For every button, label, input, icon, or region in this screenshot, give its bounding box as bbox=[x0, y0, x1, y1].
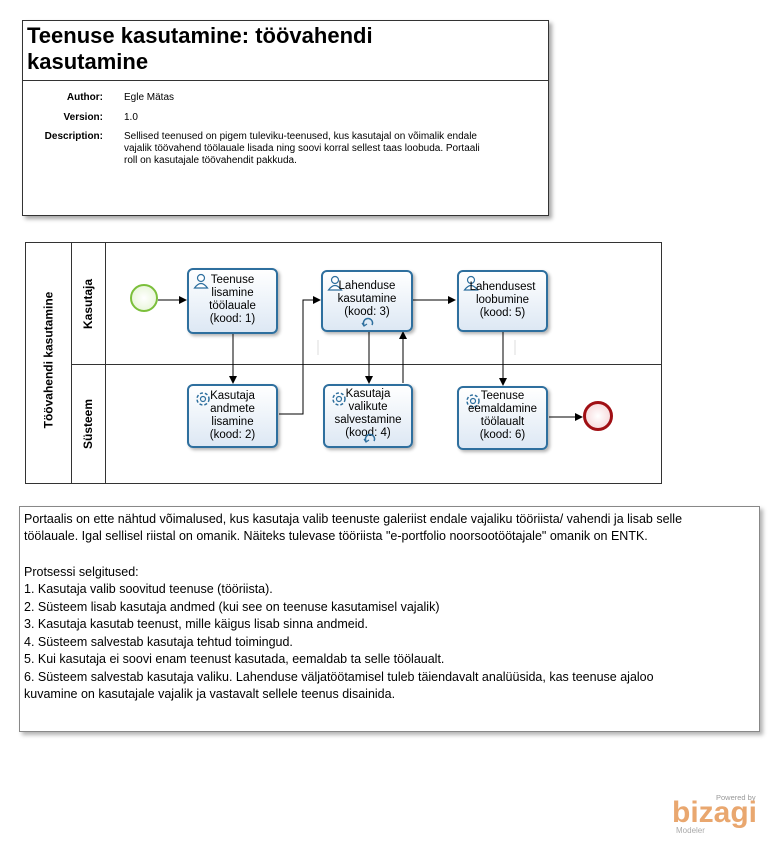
task-lahendusest-loobumine[interactable]: Lahendusest loobumine (kood: 5) bbox=[457, 270, 548, 332]
notes-line: 5. Kui kasutaja ei soovi enam teenust ka… bbox=[24, 652, 445, 666]
user-icon bbox=[193, 273, 209, 289]
version-value: 1.0 bbox=[124, 112, 138, 123]
task-label: Teenuse eemaldamine töölaualt (kood: 6) bbox=[467, 390, 538, 441]
notes-line: 2. Süsteem lisab kasutaja andmed (kui se… bbox=[24, 600, 440, 614]
description-line-3: roll on kasutajale töövahendit pakkuda. bbox=[124, 155, 297, 166]
pool-label-column: Töövahendi kasutamine bbox=[26, 243, 72, 483]
task-label: Lahenduse kasutamine (kood: 3) bbox=[337, 280, 397, 318]
task-label: Teenuse lisamine töölauale (kood: 1) bbox=[209, 274, 256, 325]
task-lahenduse-kasutamine[interactable]: Lahenduse kasutamine (kood: 3) bbox=[321, 270, 413, 332]
notes-line: 3. Kasutaja kasutab teenust, mille käigu… bbox=[24, 617, 368, 631]
loop-icon bbox=[361, 317, 374, 327]
task-label: Kasutaja valikute salvestamine (kood: 4) bbox=[334, 388, 402, 439]
gear-icon bbox=[466, 394, 480, 408]
lane-label-column: Kasutaja Süsteem bbox=[72, 243, 106, 483]
start-event[interactable] bbox=[130, 284, 158, 312]
task-label: Lahendusest loobumine (kood: 5) bbox=[469, 281, 536, 319]
description-line-2: vajalik töövahend töölauale lisada ning … bbox=[124, 143, 480, 154]
flow-task2-to-task3 bbox=[279, 296, 321, 415]
lane-divider bbox=[72, 364, 661, 365]
bizagi-logo: bizagi bbox=[672, 796, 758, 829]
description-line-1: Sellised teenused on pigem tuleviku-teen… bbox=[124, 131, 477, 142]
process-header-card: Teenuse kasutamine: töövahendi kasutamin… bbox=[22, 20, 549, 216]
notes-line: Portaalis on ette nähtud võimalused, kus… bbox=[24, 512, 683, 526]
notes-heading: Protsessi selgitused: bbox=[24, 565, 139, 579]
logo-powered-by: Powered by bbox=[716, 793, 756, 802]
author-label: Author: bbox=[66, 92, 103, 103]
task-label: Kasutaja andmete lisamine (kood: 2) bbox=[209, 390, 256, 441]
notes-line: 1. Kasutaja valib soovitud teenuse (töör… bbox=[24, 582, 273, 596]
logo-modeler: Modeler bbox=[676, 826, 705, 835]
task-teenuse-eemaldamine[interactable]: Teenuse eemaldamine töölaualt (kood: 6) bbox=[457, 386, 548, 450]
task-teenuse-lisamine[interactable]: Teenuse lisamine töölauale (kood: 1) bbox=[187, 268, 278, 334]
user-icon bbox=[327, 275, 343, 291]
header-divider bbox=[23, 80, 548, 81]
title-line-2: kasutamine bbox=[27, 49, 149, 74]
title-line-1: Teenuse kasutamine: töövahendi bbox=[27, 23, 373, 48]
process-notes: Portaalis on ette nähtud võimalused, kus… bbox=[19, 506, 760, 732]
loop-icon bbox=[363, 433, 376, 443]
version-label: Version: bbox=[63, 112, 103, 123]
description-label: Description: bbox=[44, 131, 103, 142]
author-value: Egle Mätas bbox=[124, 92, 175, 103]
notes-line: kuvamine on kasutajale vajalik ja vastav… bbox=[24, 687, 396, 701]
user-icon bbox=[463, 275, 479, 291]
notes-line: 6. Süsteem salvestab kasutaja valiku. La… bbox=[24, 670, 654, 684]
gear-icon bbox=[332, 392, 346, 406]
end-event[interactable] bbox=[583, 401, 613, 431]
gear-icon bbox=[196, 392, 210, 406]
notes-line: töölauale. Igal sellisel riistal on oman… bbox=[24, 529, 648, 543]
notes-line: 4. Süsteem salvestab kasutaja tehtud toi… bbox=[24, 635, 293, 649]
process-title: Teenuse kasutamine: töövahendi kasutamin… bbox=[27, 23, 542, 75]
task-kasutaja-andmete-lisamine[interactable]: Kasutaja andmete lisamine (kood: 2) bbox=[187, 384, 278, 448]
task-kasutaja-valikute-salvestamine[interactable]: Kasutaja valikute salvestamine (kood: 4) bbox=[323, 384, 413, 448]
